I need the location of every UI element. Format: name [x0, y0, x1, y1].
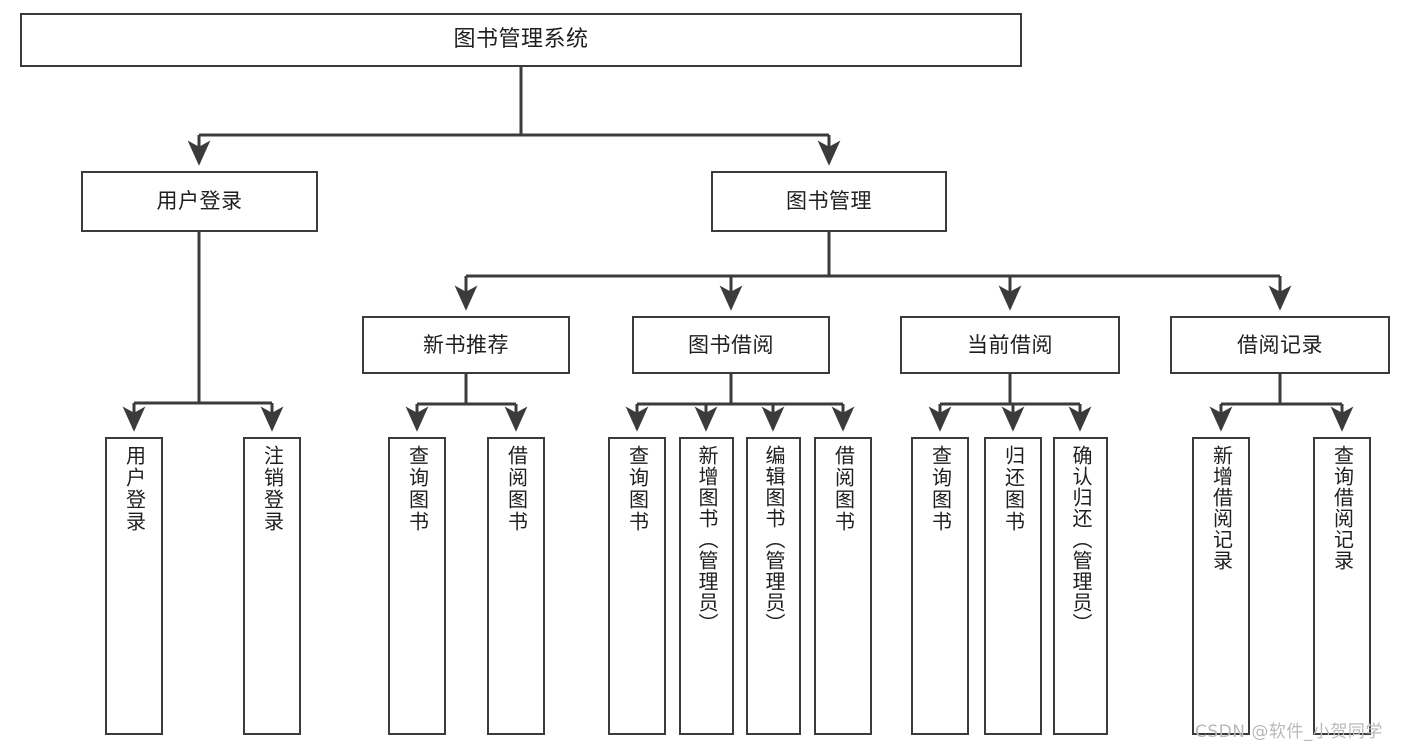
node-leaf-query-book-2-label: 查询图书 — [625, 445, 650, 533]
node-leaf-add-book[interactable]: 新增图书（管理员） — [679, 437, 734, 735]
node-new-book-rec-label: 新书推荐 — [423, 332, 509, 357]
node-leaf-borrow-book-2[interactable]: 借阅图书 — [814, 437, 872, 735]
node-leaf-query-book-1[interactable]: 查询图书 — [388, 437, 446, 735]
node-borrow-record[interactable]: 借阅记录 — [1170, 316, 1390, 374]
node-leaf-logout[interactable]: 注销登录 — [243, 437, 301, 735]
node-leaf-borrow-book-1[interactable]: 借阅图书 — [487, 437, 545, 735]
node-leaf-user-login-label: 用户登录 — [122, 445, 147, 533]
node-leaf-return-book[interactable]: 归还图书 — [984, 437, 1042, 735]
node-leaf-edit-book-label: 编辑图书（管理员） — [762, 445, 786, 634]
node-leaf-query-book-1-label: 查询图书 — [405, 445, 430, 533]
node-leaf-add-record[interactable]: 新增借阅记录 — [1192, 437, 1250, 735]
node-leaf-add-book-label: 新增图书（管理员） — [695, 445, 719, 634]
node-root[interactable]: 图书管理系统 — [20, 13, 1022, 67]
node-leaf-borrow-book-2-label: 借阅图书 — [831, 445, 856, 533]
node-leaf-edit-book[interactable]: 编辑图书（管理员） — [746, 437, 801, 735]
node-leaf-logout-label: 注销登录 — [260, 445, 285, 533]
node-leaf-add-record-label: 新增借阅记录 — [1209, 445, 1234, 571]
node-current-borrow-label: 当前借阅 — [967, 332, 1053, 357]
node-new-book-rec[interactable]: 新书推荐 — [362, 316, 570, 374]
node-book-manage[interactable]: 图书管理 — [711, 171, 947, 232]
node-leaf-query-book-3-label: 查询图书 — [928, 445, 953, 533]
node-user-login[interactable]: 用户登录 — [81, 171, 318, 232]
node-user-login-label: 用户登录 — [156, 189, 243, 214]
node-book-manage-label: 图书管理 — [786, 189, 872, 214]
node-book-borrow-label: 图书借阅 — [688, 332, 774, 357]
node-leaf-confirm-return[interactable]: 确认归还（管理员） — [1053, 437, 1108, 735]
node-leaf-confirm-return-label: 确认归还（管理员） — [1069, 445, 1093, 634]
node-book-borrow[interactable]: 图书借阅 — [632, 316, 830, 374]
node-leaf-query-record[interactable]: 查询借阅记录 — [1313, 437, 1371, 735]
node-borrow-record-label: 借阅记录 — [1237, 332, 1323, 357]
watermark-text: CSDN @软件_小贺同学 — [1195, 722, 1383, 742]
node-leaf-query-record-label: 查询借阅记录 — [1330, 445, 1355, 571]
node-leaf-return-book-label: 归还图书 — [1001, 445, 1026, 533]
node-leaf-borrow-book-1-label: 借阅图书 — [504, 445, 529, 533]
node-leaf-user-login[interactable]: 用户登录 — [105, 437, 163, 735]
node-root-label: 图书管理系统 — [453, 27, 589, 53]
node-current-borrow[interactable]: 当前借阅 — [900, 316, 1120, 374]
node-leaf-query-book-2[interactable]: 查询图书 — [608, 437, 666, 735]
node-leaf-query-book-3[interactable]: 查询图书 — [911, 437, 969, 735]
